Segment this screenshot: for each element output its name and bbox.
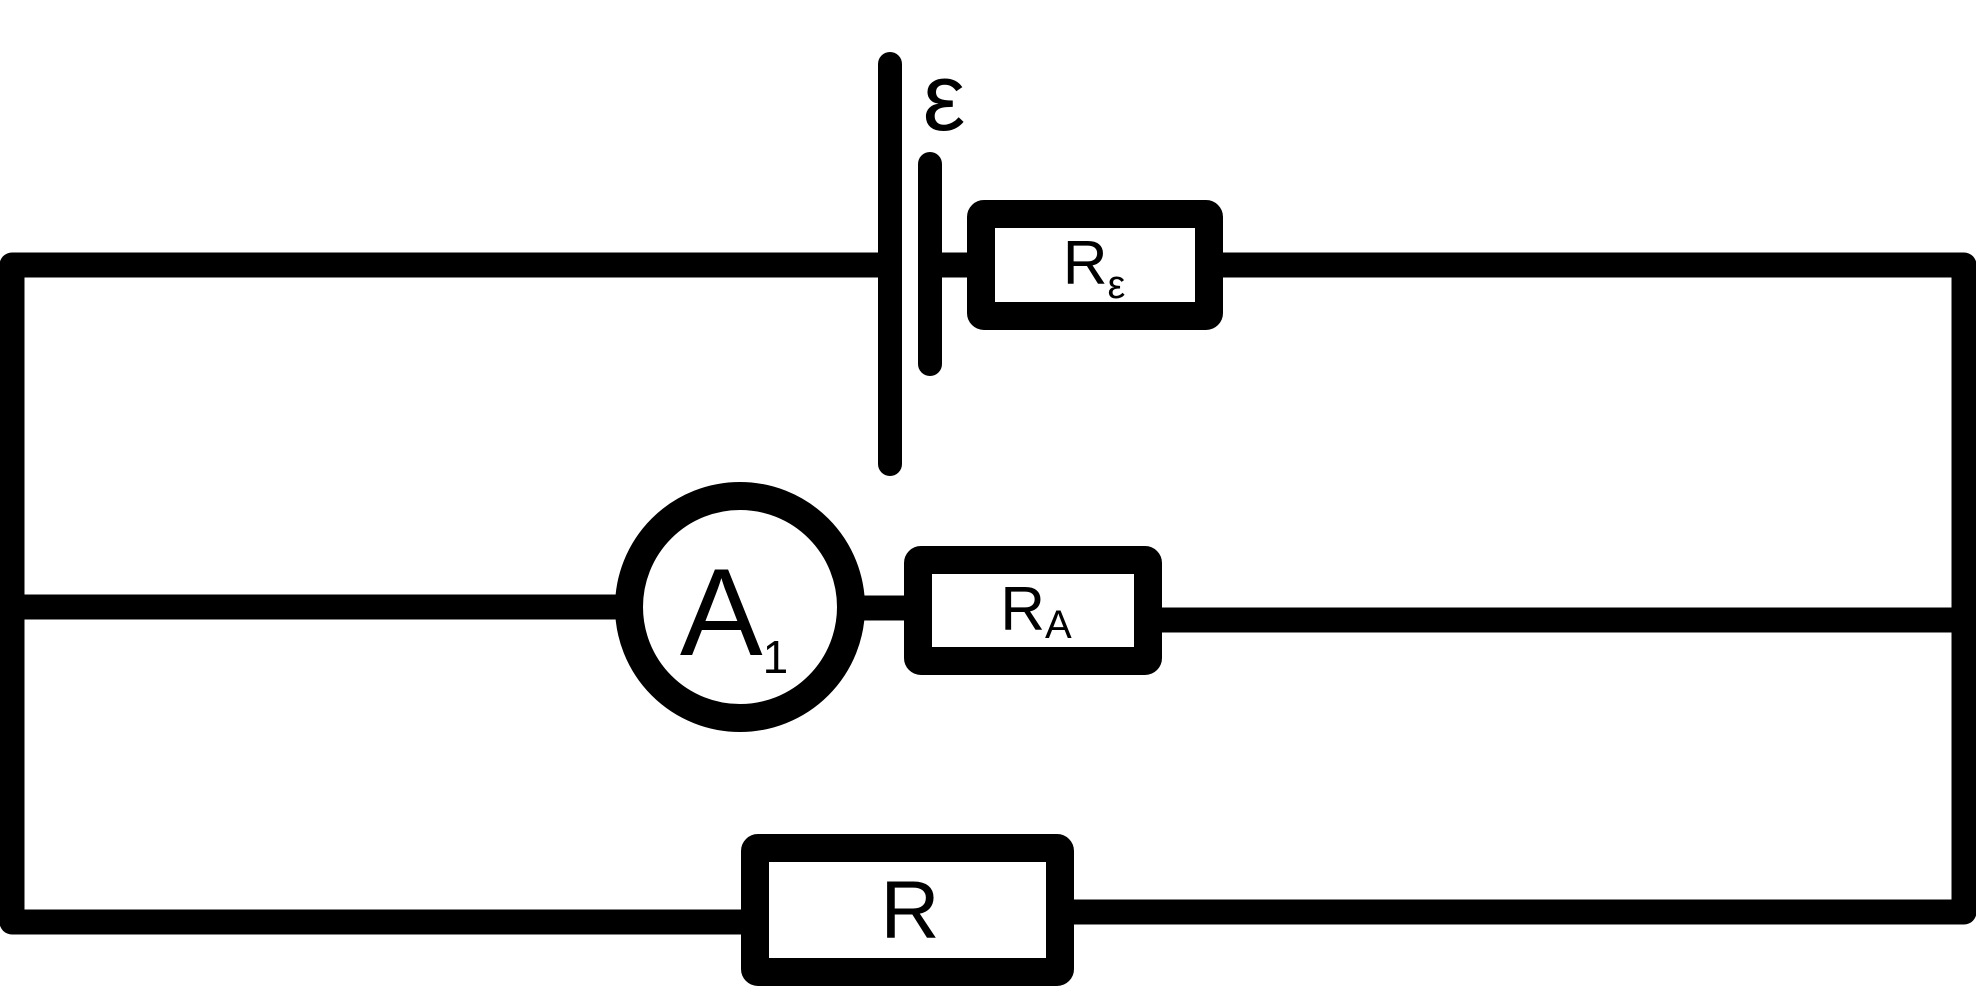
ammeter-resistor-label: R	[1000, 575, 1045, 644]
source-resistor-subscript: ε	[1107, 263, 1125, 307]
battery-symbol	[878, 52, 942, 476]
load-resistor: R	[741, 834, 1074, 986]
ammeter-circle	[615, 482, 865, 732]
source-resistor-box	[967, 200, 1223, 330]
svg-text:A1: A1	[680, 544, 788, 683]
ammeter-label: A	[680, 544, 763, 682]
svg-text:RA: RA	[1000, 575, 1072, 647]
ammeter-subscript: 1	[763, 631, 789, 683]
source-resistor: Rε	[967, 200, 1223, 330]
ammeter-resistor-subscript: A	[1045, 603, 1072, 647]
svg-text:Rε: Rε	[1063, 229, 1126, 307]
ammeter-resistor: RA	[904, 546, 1162, 675]
source-resistor-label: R	[1063, 229, 1108, 298]
load-resistor-box	[741, 834, 1074, 986]
load-resistor-label: R	[880, 865, 939, 956]
ammeter: A1	[615, 482, 865, 732]
ammeter-resistor-box	[904, 546, 1162, 675]
emf-label: ε	[923, 44, 966, 151]
